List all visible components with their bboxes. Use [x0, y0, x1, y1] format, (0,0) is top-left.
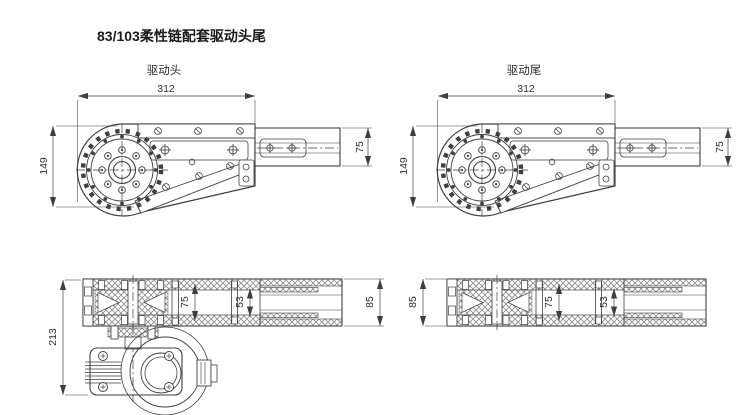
view-label-drive-head: 驱动头: [147, 64, 182, 77]
drive-tail-side-view: 驱动尾 312 149 75: [398, 64, 732, 216]
dim-head-height: 149: [38, 157, 50, 175]
drive-head-side-view: 驱动头 312 149 75: [38, 64, 372, 216]
dim-head-top-chain: 53: [234, 296, 246, 308]
dim-head-rail-height: 75: [354, 141, 366, 153]
dim-tail-top-rail: 85: [407, 296, 419, 308]
dim-tail-height: 149: [398, 157, 410, 175]
drive-head-top-view: 213 85 75 53: [47, 275, 384, 415]
dim-tail-top-chain: 53: [598, 296, 610, 308]
drive-tail-top-view: 85 75 53: [407, 275, 706, 330]
dim-head-top-rail: 85: [364, 296, 376, 308]
dim-head-top-total: 213: [47, 328, 59, 346]
dim-tail-width: 312: [517, 83, 535, 95]
top-view-band-drawing: [83, 275, 342, 330]
page-title: 83/103柔性链配套驱动头尾: [97, 28, 266, 44]
side-view-drawing: [413, 96, 732, 216]
motor-gearbox-drawing: [85, 325, 218, 415]
view-label-drive-tail: 驱动尾: [507, 64, 542, 77]
side-view-drawing: [53, 96, 372, 216]
top-view-band-drawing: [447, 275, 706, 330]
dim-head-width: 312: [157, 83, 175, 95]
dim-tail-top-inner: 75: [543, 296, 555, 308]
dim-tail-rail-height: 75: [714, 141, 726, 153]
dim-head-top-inner: 75: [179, 296, 191, 308]
